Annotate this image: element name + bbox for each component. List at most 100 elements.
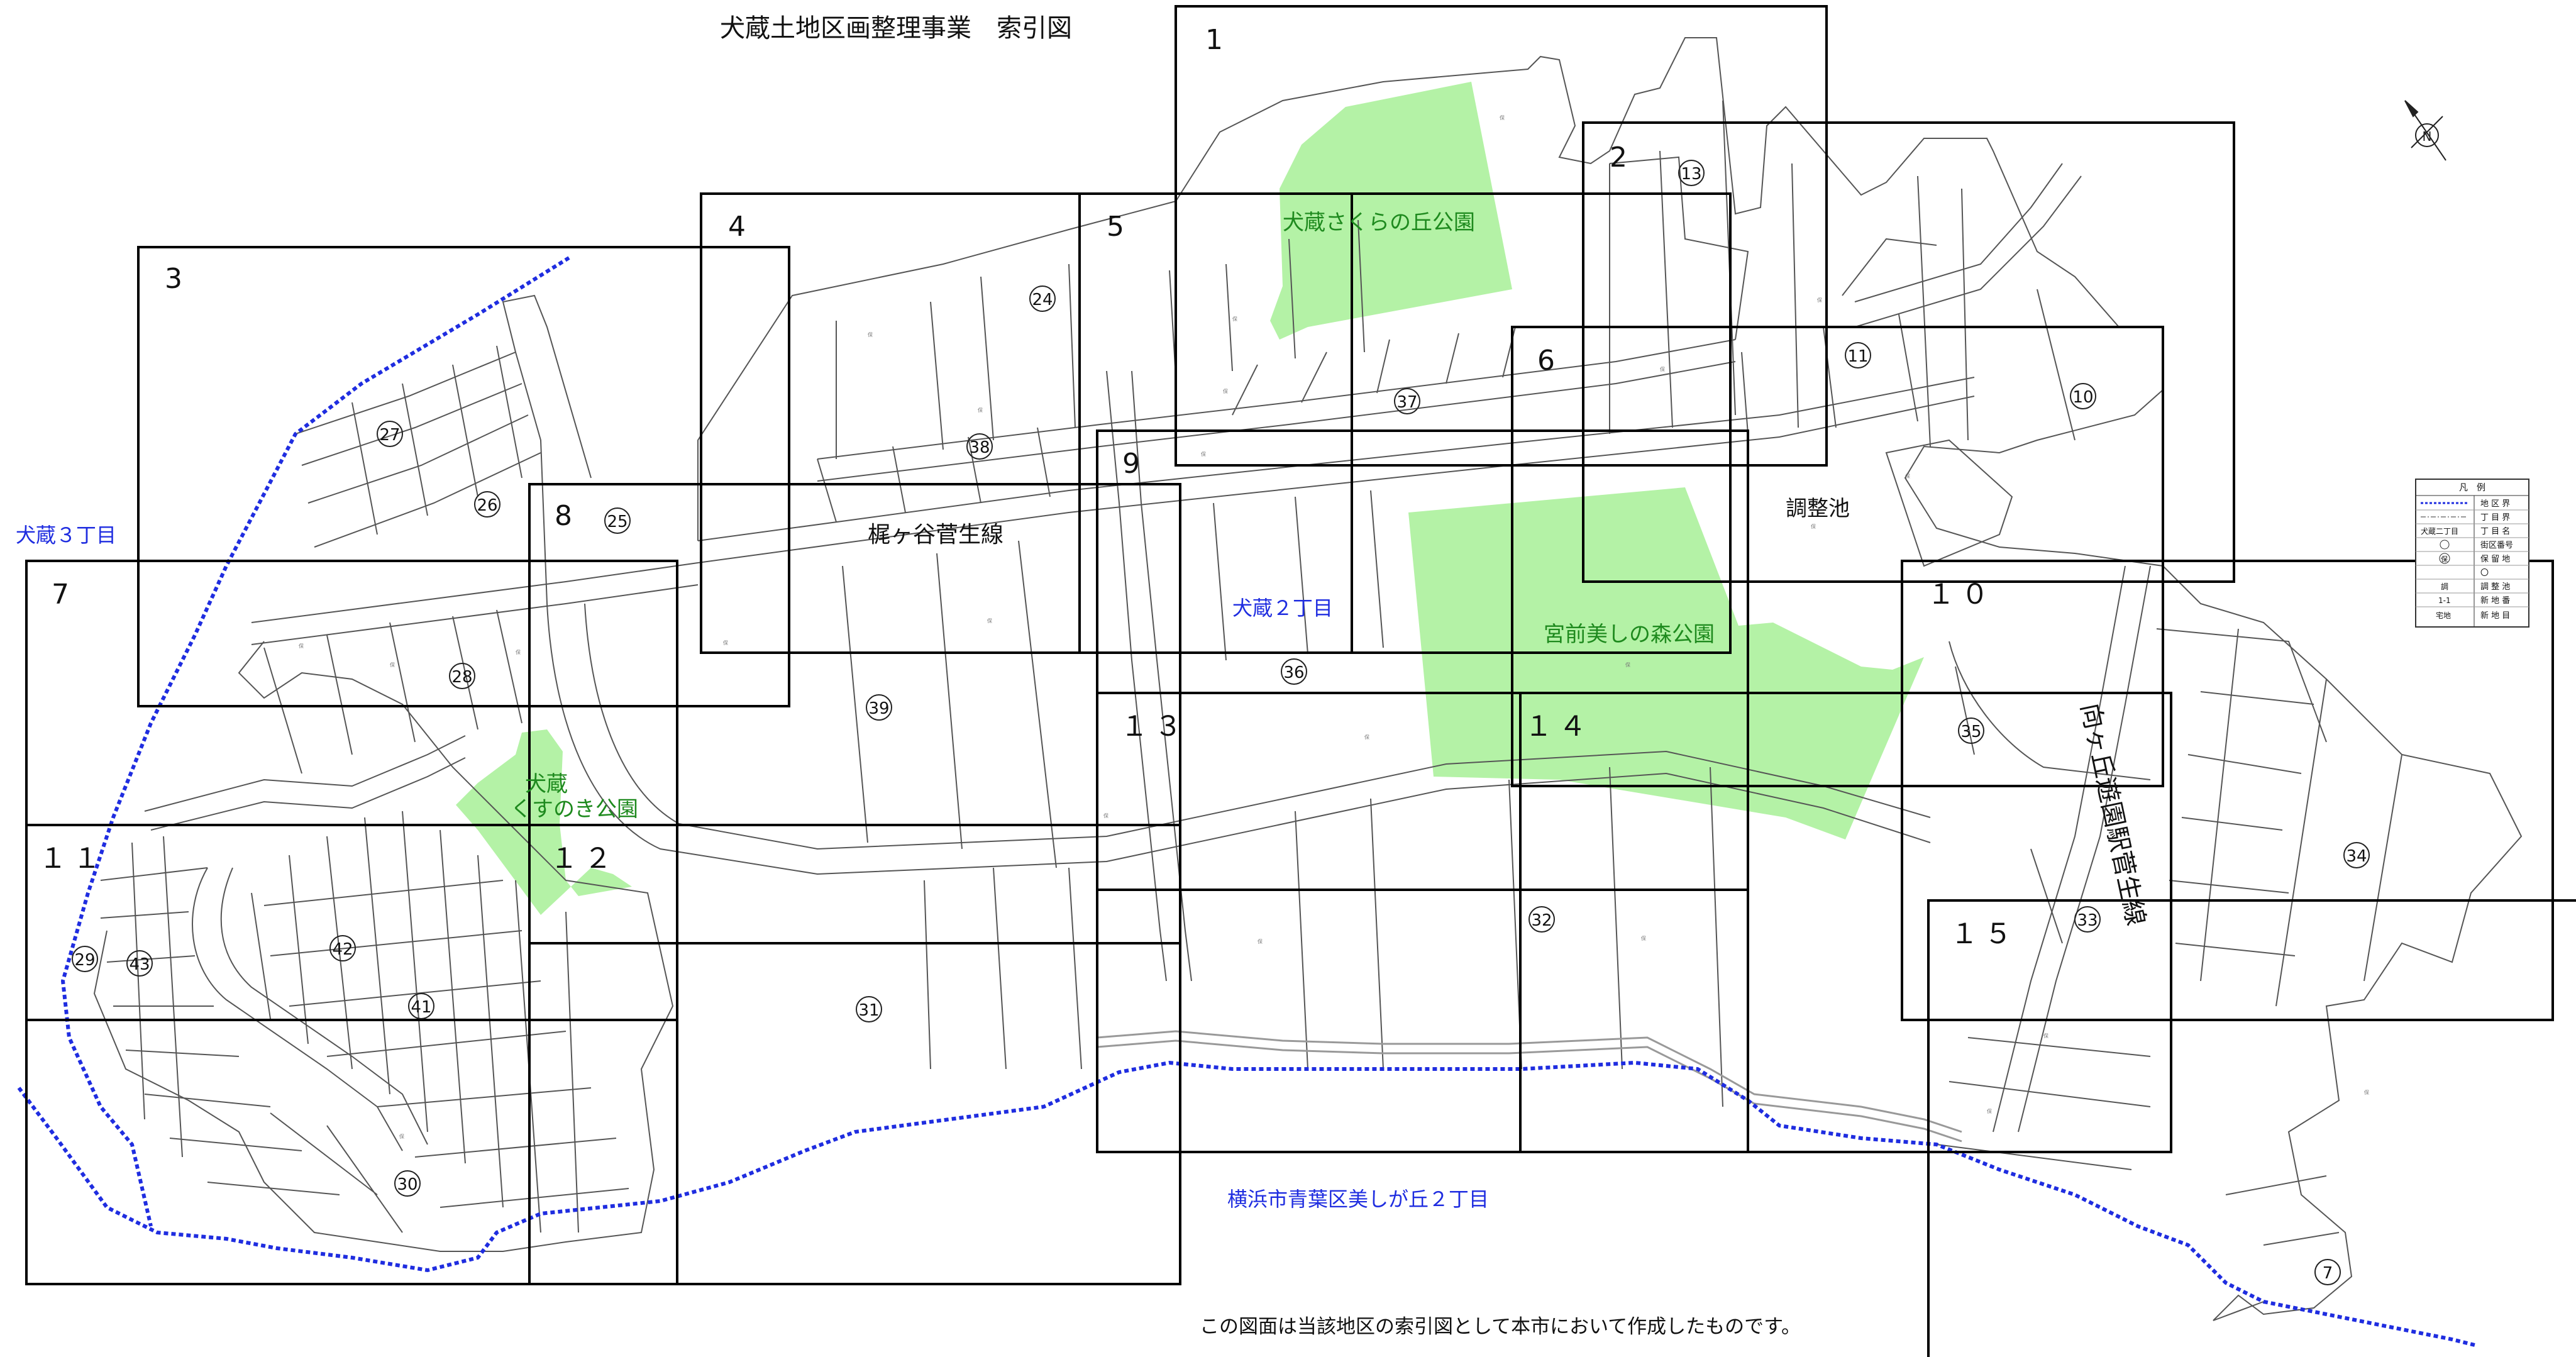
svg-text:保 留 地: 保 留 地 — [2480, 555, 2510, 564]
sheet-frame-8 — [528, 483, 1181, 944]
sheet-frame-1 — [1175, 5, 1828, 467]
svg-text:N: N — [2423, 129, 2432, 144]
block-7: 7 — [2314, 1259, 2341, 1285]
svg-text:犬蔵二丁目: 犬蔵二丁目 — [2421, 527, 2458, 536]
legend-row-chome-name: 犬蔵二丁目 丁 目 名 — [2416, 526, 2529, 538]
block-38: 38 — [966, 433, 993, 460]
svg-text:〇: 〇 — [2480, 568, 2489, 578]
block-label: 38 — [969, 438, 990, 457]
block-41: 41 — [408, 993, 434, 1019]
block-label: 28 — [451, 668, 472, 687]
svg-text:保: 保 — [987, 618, 992, 624]
svg-text:丁 目 界: 丁 目 界 — [2480, 513, 2510, 523]
svg-text:調 整 池: 調 整 池 — [2480, 582, 2510, 592]
sheet-number-4: 4 — [728, 211, 746, 243]
block-label: 36 — [1283, 663, 1304, 682]
park-label-utsukushinomori: 宮前美しの森公園 — [1544, 622, 1715, 647]
legend-frame — [2415, 479, 2529, 628]
park-areas — [456, 82, 1924, 915]
svg-text:保: 保 — [1103, 812, 1108, 819]
block-label: 11 — [1847, 347, 1868, 366]
block-label: 29 — [74, 951, 95, 970]
block-11: 11 — [1845, 342, 1871, 368]
legend-row-new-lot-number: 1-1 新 地 番 — [2416, 595, 2529, 607]
city-boundary — [17, 256, 2478, 1348]
block-numbers: 7 10 11 13 24 25 26 27 28 29 30 31 32 33… — [72, 160, 2370, 1285]
block-10: 10 — [2070, 383, 2096, 409]
map-title: 犬蔵土地区画整理事業 索引図 — [720, 14, 1072, 43]
svg-text:保: 保 — [516, 649, 521, 655]
svg-text:保: 保 — [1817, 297, 1822, 303]
sheet-frame-9 — [1096, 429, 1749, 891]
district-label-inukura-2: 犬蔵２丁目 — [1232, 596, 1333, 620]
svg-text:保: 保 — [299, 643, 304, 649]
block-39: 39 — [866, 694, 892, 721]
svg-text:保: 保 — [723, 640, 728, 646]
svg-text:保: 保 — [1232, 316, 1237, 322]
sheet-number-8: 8 — [555, 500, 572, 532]
block-label: 43 — [129, 955, 150, 974]
sheet-number-7: 7 — [52, 579, 69, 611]
svg-text:新 地 番: 新 地 番 — [2480, 595, 2510, 606]
sheet-frame-4 — [700, 192, 1353, 654]
sheet-number-6: 6 — [1537, 345, 1555, 377]
block-label: 25 — [607, 512, 627, 531]
park-sakuranooka — [1270, 82, 1512, 340]
svg-text:調: 調 — [2441, 582, 2448, 591]
block-label: 13 — [1681, 165, 1701, 184]
block-13: 13 — [1678, 160, 1705, 186]
block-24: 24 — [1029, 285, 1056, 312]
block-label: 37 — [1396, 393, 1417, 412]
svg-text:保: 保 — [1500, 114, 1505, 121]
legend-row-district-boundary: 地 区 界 — [2416, 499, 2529, 511]
parcel-number-marks: 保保保 保保保 保保保 保保保 保保保 保保保 保保保 保保保 — [299, 114, 2369, 1139]
svg-text:保: 保 — [2043, 1033, 2048, 1039]
block-27: 27 — [377, 421, 403, 447]
sheet-frame-14 — [1519, 692, 2172, 1153]
block-35: 35 — [1958, 717, 1984, 744]
sheet-number-2: 2 — [1610, 141, 1627, 174]
district-label-yokohama: 横浜市青葉区美しが丘２丁目 — [1227, 1187, 1489, 1211]
block-label: 33 — [2077, 911, 2098, 930]
block-label: 41 — [411, 998, 431, 1017]
block-43: 43 — [126, 950, 153, 977]
sheet-frame-6 — [1511, 326, 2164, 787]
park-label-kusunoki-line1: 犬蔵 — [525, 772, 568, 797]
svg-text:保: 保 — [978, 407, 983, 413]
legend-row-circle: 〇 — [2416, 568, 2529, 580]
regulating-pond-label: 調整池 — [1786, 496, 1850, 521]
svg-text:1-1: 1-1 — [2438, 596, 2451, 605]
sheet-frame-7 — [25, 560, 678, 1021]
sheet-number-3: 3 — [165, 263, 182, 295]
sheet-number-14: １４ — [1525, 711, 1593, 743]
svg-text:保: 保 — [1905, 473, 1910, 479]
block-label: 34 — [2346, 847, 2367, 866]
compass-north-arrow-icon: N — [2404, 100, 2446, 161]
svg-text:新 地 目: 新 地 目 — [2480, 611, 2510, 621]
block-label: 32 — [1531, 911, 1552, 930]
sheet-frame-15 — [1927, 899, 2576, 1357]
legend-row-new-land-category: 宅地 新 地 目 — [2436, 611, 2510, 621]
svg-text:保: 保 — [399, 1133, 404, 1139]
sheet-frame-5 — [1078, 192, 1732, 654]
block-label: 7 — [2323, 1264, 2333, 1283]
legend-title: 凡 例 — [2459, 483, 2485, 493]
block-28: 28 — [449, 663, 475, 689]
block-34: 34 — [2343, 842, 2370, 868]
block-label: 30 — [397, 1175, 417, 1194]
svg-text:保: 保 — [1364, 734, 1369, 740]
park-kusunoki — [456, 729, 632, 915]
svg-text:保: 保 — [868, 331, 873, 338]
block-30: 30 — [394, 1170, 421, 1197]
svg-text:街区番号: 街区番号 — [2480, 541, 2513, 550]
svg-text:保: 保 — [1625, 662, 1630, 668]
block-label: 31 — [858, 1001, 879, 1020]
svg-text:保: 保 — [1258, 938, 1263, 944]
road-label-kajigaya: 梶ヶ谷菅生線 — [868, 522, 1003, 548]
svg-text:保: 保 — [1223, 388, 1228, 394]
block-37: 37 — [1394, 388, 1420, 414]
block-label: 24 — [1032, 291, 1053, 309]
sheet-number-5: 5 — [1107, 211, 1124, 243]
legend-row-reserved-land: 保 保 留 地 — [2416, 553, 2529, 566]
